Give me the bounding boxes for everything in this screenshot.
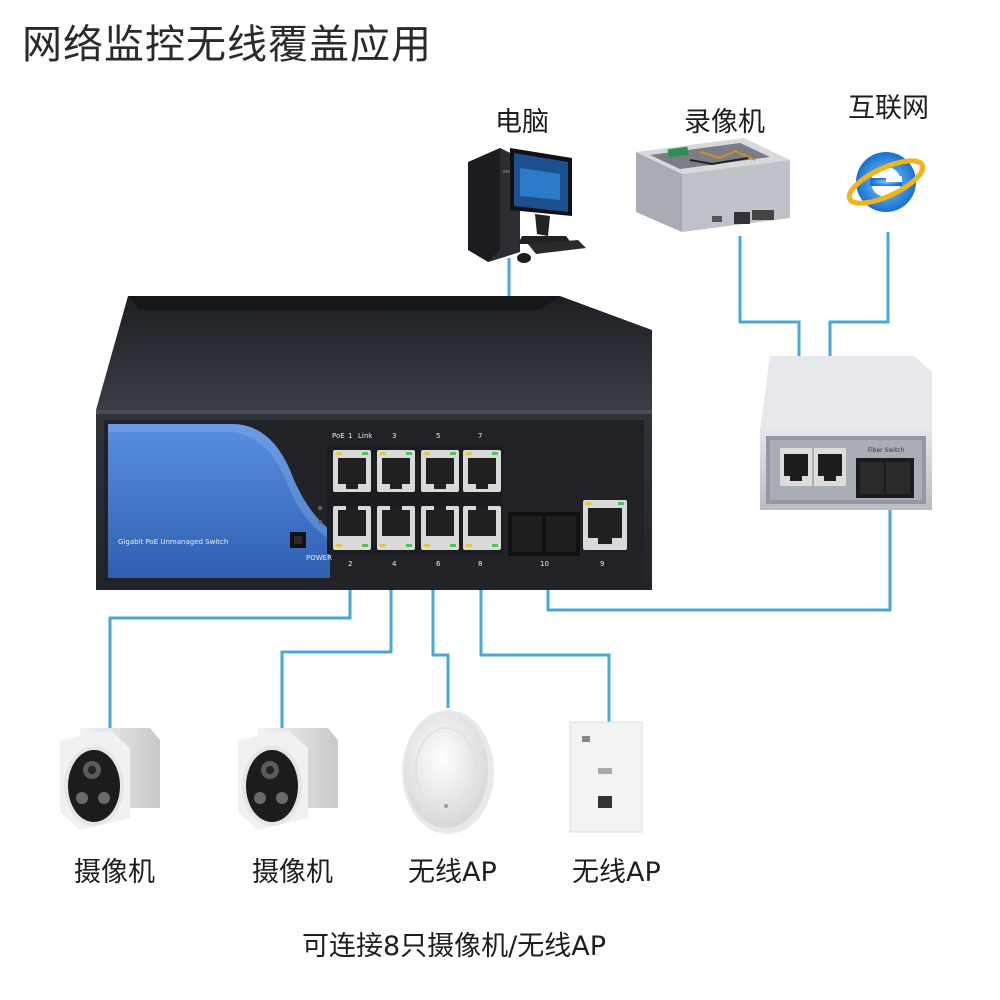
port-label-8: 8 <box>478 560 482 568</box>
port-8 <box>463 506 501 550</box>
sfp-label: 10 <box>540 560 549 568</box>
camera-1-label: 摄像机 <box>74 857 155 888</box>
fiber-switch-label: Fiber Switch <box>868 447 905 454</box>
cable-fiber-sfp <box>546 500 892 612</box>
port-label-3: 3 <box>392 432 396 440</box>
pc-icon <box>468 148 586 263</box>
poe-label: PoE <box>332 432 345 440</box>
port-label-2: 2 <box>348 560 352 568</box>
switch-model-text: Gigabit PoE Unmanaged Switch <box>118 538 228 546</box>
rj45-ports <box>333 450 501 550</box>
link-label: Link <box>358 432 373 440</box>
cable-camera2 <box>280 560 393 730</box>
uplink-port: 9 <box>583 500 627 568</box>
port-label-5: 5 <box>436 432 440 440</box>
port-label-4: 4 <box>392 560 397 568</box>
ap-1-label: 无线AP <box>408 857 497 888</box>
ap-2-label: 无线AP <box>572 857 661 888</box>
internet-label: 互联网 <box>848 93 929 124</box>
fiber-switch: Fiber Switch <box>760 356 932 510</box>
fiber-rj45-2 <box>814 448 846 486</box>
wall-ap-icon <box>569 721 643 833</box>
port-3 <box>377 450 415 492</box>
camera-2-label: 摄像机 <box>252 857 333 888</box>
port-7 <box>463 450 501 492</box>
port-6 <box>421 506 459 550</box>
internet-icon <box>846 152 926 212</box>
port-2 <box>333 506 371 550</box>
camera-2-icon <box>238 728 338 830</box>
port-1 <box>333 450 371 492</box>
port-label-1: 1 <box>348 432 352 440</box>
nvr-icon <box>636 138 790 232</box>
power-label: POWER <box>306 554 332 562</box>
cable-ap1 <box>431 560 450 708</box>
port-label-6: 6 <box>436 560 441 568</box>
sfp-port: 10 <box>508 512 580 568</box>
nvr-label: 录像机 <box>684 107 765 138</box>
poe-switch: Gigabit PoE Unmanaged Switch POWER PoE L… <box>96 296 652 590</box>
fiber-rj45-1 <box>780 448 812 486</box>
port-4 <box>377 506 415 550</box>
capacity-caption: 可连接8只摄像机/无线AP <box>302 931 607 962</box>
port-5 <box>421 450 459 492</box>
uplink-label: 9 <box>600 560 604 568</box>
pc-label: 电脑 <box>495 107 549 138</box>
ceiling-ap-icon <box>402 710 494 834</box>
cable-ap2 <box>479 560 611 722</box>
port-label-7: 7 <box>478 432 482 440</box>
page-title: 网络监控无线覆盖应用 <box>22 22 432 68</box>
camera-1-icon <box>60 728 160 830</box>
fiber-sfp <box>856 458 914 498</box>
